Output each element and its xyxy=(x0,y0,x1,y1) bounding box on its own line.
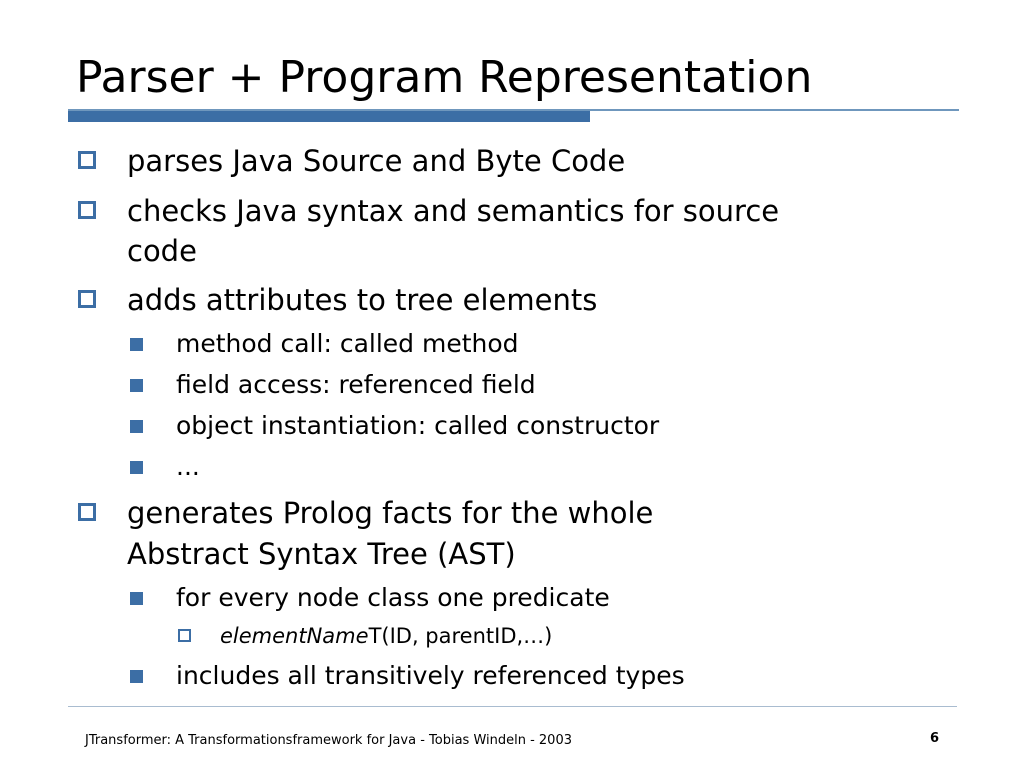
filled-square-bullet-icon xyxy=(130,338,143,351)
footer-rule xyxy=(68,706,957,707)
bullet-2-text-line2: code xyxy=(127,234,197,268)
footer-text: JTransformer: A Transformationsframework… xyxy=(85,733,572,748)
sub-bullet-text: object instantiation: called constructor xyxy=(176,411,660,440)
title-rule-thin xyxy=(68,109,959,111)
sub-bullet-text: for every node class one predicate xyxy=(176,583,610,612)
sub-bullet-text: ... xyxy=(176,452,200,481)
predicate-signature: T(ID, parentID,…) xyxy=(368,624,553,648)
sub-sub-bullet-text: elementNameT(ID, parentID,…) xyxy=(220,621,552,651)
filled-square-bullet-icon xyxy=(130,379,143,392)
hollow-square-small-bullet-icon xyxy=(178,629,191,642)
filled-square-bullet-icon xyxy=(130,461,143,474)
sub-bullet-text: field access: referenced field xyxy=(176,370,536,399)
element-name-italic: elementName xyxy=(220,624,369,648)
title-rule-thick xyxy=(68,111,590,122)
filled-square-bullet-icon xyxy=(130,420,143,433)
slide-title: Parser + Program Representation xyxy=(76,52,813,103)
hollow-square-bullet-icon xyxy=(78,201,96,219)
hollow-square-bullet-icon xyxy=(78,151,96,169)
filled-square-bullet-icon xyxy=(130,670,143,683)
sub-bullet-text: method call: called method xyxy=(176,329,519,358)
page-number: 6 xyxy=(930,731,940,746)
hollow-square-bullet-icon xyxy=(78,290,96,308)
hollow-square-bullet-icon xyxy=(78,503,96,521)
bullet-4-text-line1: generates Prolog facts for the whole xyxy=(127,496,654,530)
filled-square-bullet-icon xyxy=(130,592,143,605)
sub-bullet-text: includes all transitively referenced typ… xyxy=(176,661,685,690)
bullet-3-text: adds attributes to tree elements xyxy=(127,283,598,317)
bullet-1-text: parses Java Source and Byte Code xyxy=(127,144,626,178)
bullet-2-text-line1: checks Java syntax and semantics for sou… xyxy=(127,194,780,228)
bullet-4-text-line2: Abstract Syntax Tree (AST) xyxy=(127,537,516,571)
